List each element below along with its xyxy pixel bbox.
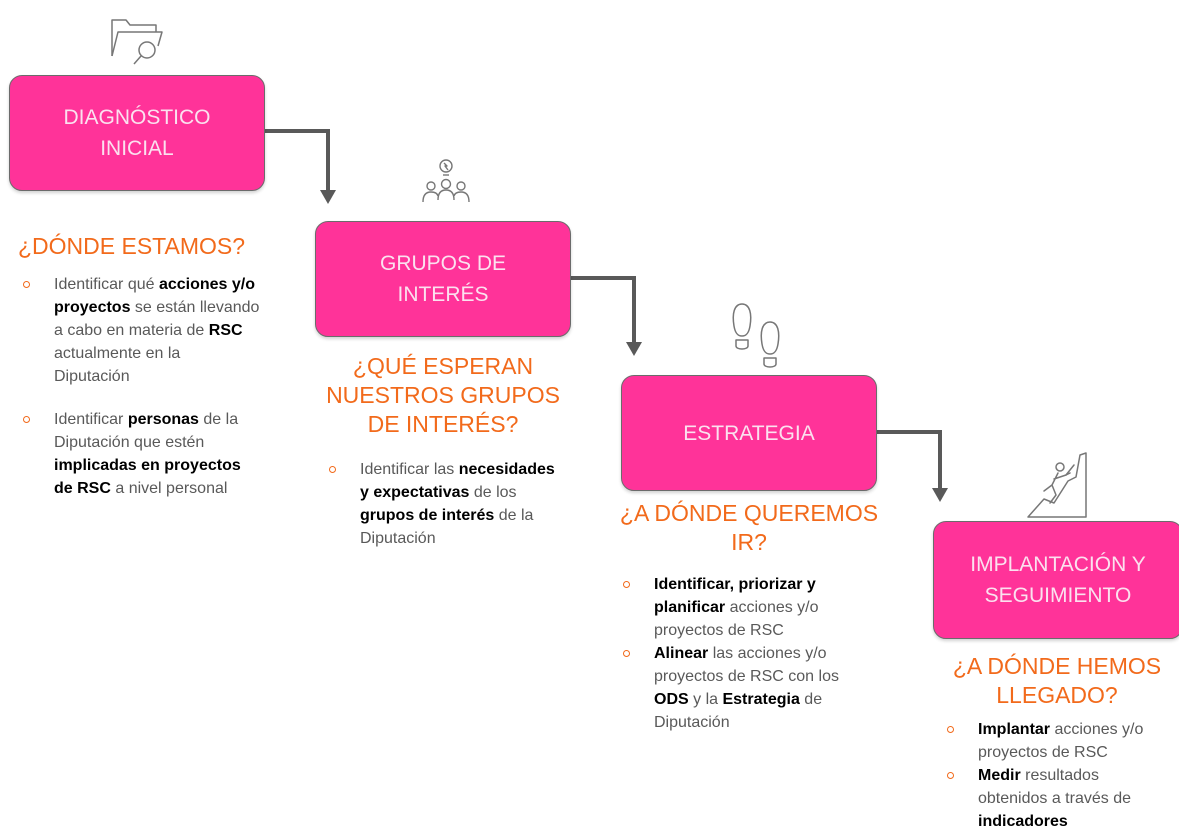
group-idea-icon [422, 159, 470, 203]
item-text: se están llevando a cabo en materia de [54, 299, 260, 339]
step-title: DIAGNÓSTICO INICIAL [63, 106, 211, 160]
item-text: de la Diputación [360, 507, 534, 547]
footprints-icon [732, 303, 780, 368]
item-text: Identificar las [360, 461, 459, 478]
step-title: GRUPOS DE INTERÉS [379, 252, 507, 306]
connector-arrow-2 [570, 276, 636, 342]
item-bold-text: Medir [978, 767, 1021, 784]
arrowhead-2 [626, 342, 642, 356]
step-box-grupos: GRUPOS DE INTERÉS [315, 221, 571, 337]
step-item: Identificar las necesidades y expectativ… [326, 458, 556, 550]
connector-arrow-3 [877, 430, 942, 488]
step-item: Medir resultados obtenidos a través de i… [944, 764, 1164, 833]
step-items: Identificar qué acciones y/o proyectos s… [20, 273, 260, 520]
arrowhead-1 [320, 190, 336, 204]
arrowhead-3 [932, 488, 948, 502]
step-items: Identificar las necesidades y expectativ… [326, 458, 556, 570]
step-question: ¿QUÉ ESPERAN NUESTROS GRUPOS DE INTERÉS? [326, 353, 560, 437]
step-item: Alinear las acciones y/o proyectos de RS… [620, 642, 860, 734]
step-box-estrategia: ESTRATEGIA [621, 375, 877, 491]
step-question: ¿A DÓNDE QUEREMOS IR? [619, 500, 879, 555]
item-bold-text: Implantar [978, 721, 1051, 738]
item-bold-text: ODS [654, 691, 689, 708]
item-bold-text: indicadores [978, 813, 1068, 830]
item-text: resultados obtenidos a través de [978, 767, 1131, 807]
climber-icon [1027, 452, 1087, 518]
step-item: Implantar acciones y/o proyectos de RSC [944, 718, 1164, 764]
item-text: las acciones y/o proyectos de RSC con lo… [654, 645, 839, 685]
item-bold-text: acciones y/o proyectos [54, 276, 255, 316]
item-text: acciones y/o proyectos de RSC [654, 599, 819, 639]
step-question: ¿DÓNDE ESTAMOS? [18, 233, 246, 259]
step-box-implantacion: IMPLANTACIÓN Y SEGUIMIENTO [933, 521, 1179, 639]
item-text: actualmente en la Diputación [54, 345, 181, 385]
item-text: y la [688, 691, 723, 708]
item-bold-text: implicadas en proyectos de RSC [54, 457, 241, 497]
item-text: Identificar [54, 411, 128, 428]
step-item: Identificar personas de la Diputación qu… [20, 408, 260, 500]
item-bold-text: Identificar, priorizar y planificar [654, 576, 816, 616]
item-bold-text: Estrategia [722, 691, 800, 708]
item-text: a nivel personal [110, 480, 228, 497]
item-bold-text: necesidades y expectativas [360, 461, 555, 501]
item-text: de Diputación [654, 691, 823, 731]
step-items: Identificar, priorizar y planificar acci… [620, 573, 860, 734]
step-item: Identificar qué acciones y/o proyectos s… [20, 273, 260, 388]
step-title: ESTRATEGIA [683, 421, 815, 445]
folder-search-icon [111, 19, 163, 65]
step-item: Identificar, priorizar y planificar acci… [620, 573, 860, 642]
step-box-diagnostico: DIAGNÓSTICO INICIAL [9, 75, 265, 191]
step-question: ¿A DÓNDE HEMOS LLEGADO? [952, 653, 1162, 708]
step-title: IMPLANTACIÓN Y SEGUIMIENTO [970, 553, 1146, 607]
item-bold-text: Alinear [654, 645, 709, 662]
item-bold-text: RSC [208, 322, 243, 339]
item-text: Identificar qué [54, 276, 159, 293]
item-bold-text: grupos de interés [360, 507, 495, 524]
item-text: acciones y/o proyectos de RSC [978, 721, 1144, 761]
connector-arrow-1 [264, 129, 330, 190]
item-text: de la Diputación que estén [54, 411, 239, 451]
item-text: de los [469, 484, 517, 501]
item-bold-text: personas [127, 411, 199, 428]
